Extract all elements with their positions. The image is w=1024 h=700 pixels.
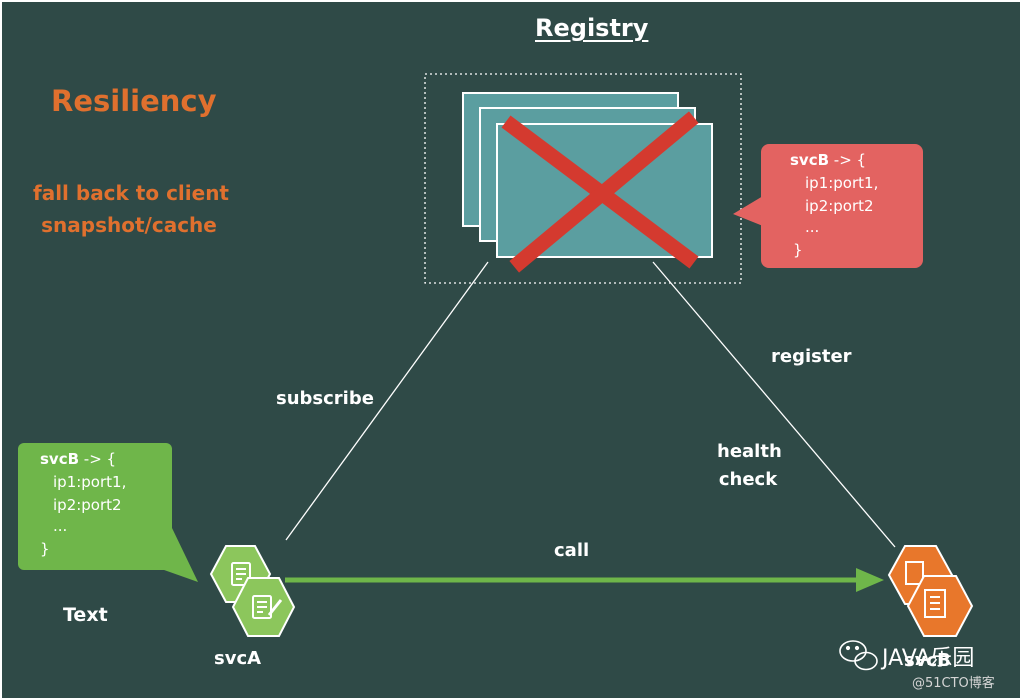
call-arrow [285, 568, 884, 592]
registry-title: Registry [535, 14, 649, 42]
watermark-main: JAVA乐园 [882, 646, 975, 671]
client-bubble-line: ... [53, 517, 68, 535]
resiliency-heading: Resiliency [51, 84, 217, 118]
register-line [652, 261, 896, 548]
registry-bubble-shape [733, 144, 923, 268]
subscribe-label: subscribe [276, 388, 374, 409]
registry-bubble-arrow: -> { [829, 151, 867, 169]
register-label: register [771, 346, 852, 367]
registry-bubble-line: ip1:port1, [805, 174, 879, 192]
registry-bubble-line: ... [805, 218, 820, 236]
health-check-label: health check [717, 438, 782, 494]
wechat-icon [839, 640, 878, 671]
client-bubble-line: ip2:port2 [53, 496, 122, 514]
fallback-line: fall back to client [33, 181, 229, 205]
document-copy-icon [924, 589, 946, 618]
subscribe-line [285, 261, 489, 541]
client-bubble-line: } [40, 540, 50, 558]
registry-bubble-head: svcB -> { [790, 149, 866, 172]
registry-bubble-line: ip2:port2 [805, 197, 874, 215]
svcb-node [887, 545, 974, 637]
svcb-label: svcB [904, 650, 951, 671]
document-edit-icon [231, 562, 251, 586]
client-bubble-shape [18, 443, 198, 582]
call-label: call [554, 540, 590, 561]
registry-bubble-line: } [793, 241, 803, 259]
text-label: Text [63, 604, 108, 626]
fallback-description: fall back to client snapshot/cache [33, 177, 229, 241]
svca-label: svcA [214, 648, 262, 669]
document-copy-icon [905, 561, 924, 585]
health-check-line: check [718, 469, 778, 490]
document-edit-icon [252, 595, 283, 619]
registry-bubble-key: svcB [790, 151, 830, 169]
fallback-line: snapshot/cache [41, 213, 217, 237]
watermark-sub: @51CTO博客 [912, 676, 995, 691]
client-bubble-line: ip1:port1, [53, 473, 127, 491]
svca-node [209, 545, 296, 637]
health-check-line: health [717, 441, 782, 462]
client-bubble-key: svcB [40, 450, 80, 468]
client-bubble-arrow: -> { [79, 450, 117, 468]
registry-boundary [424, 73, 742, 284]
client-bubble-head: svcB -> { [40, 448, 116, 471]
x-cross-icon [501, 111, 699, 273]
